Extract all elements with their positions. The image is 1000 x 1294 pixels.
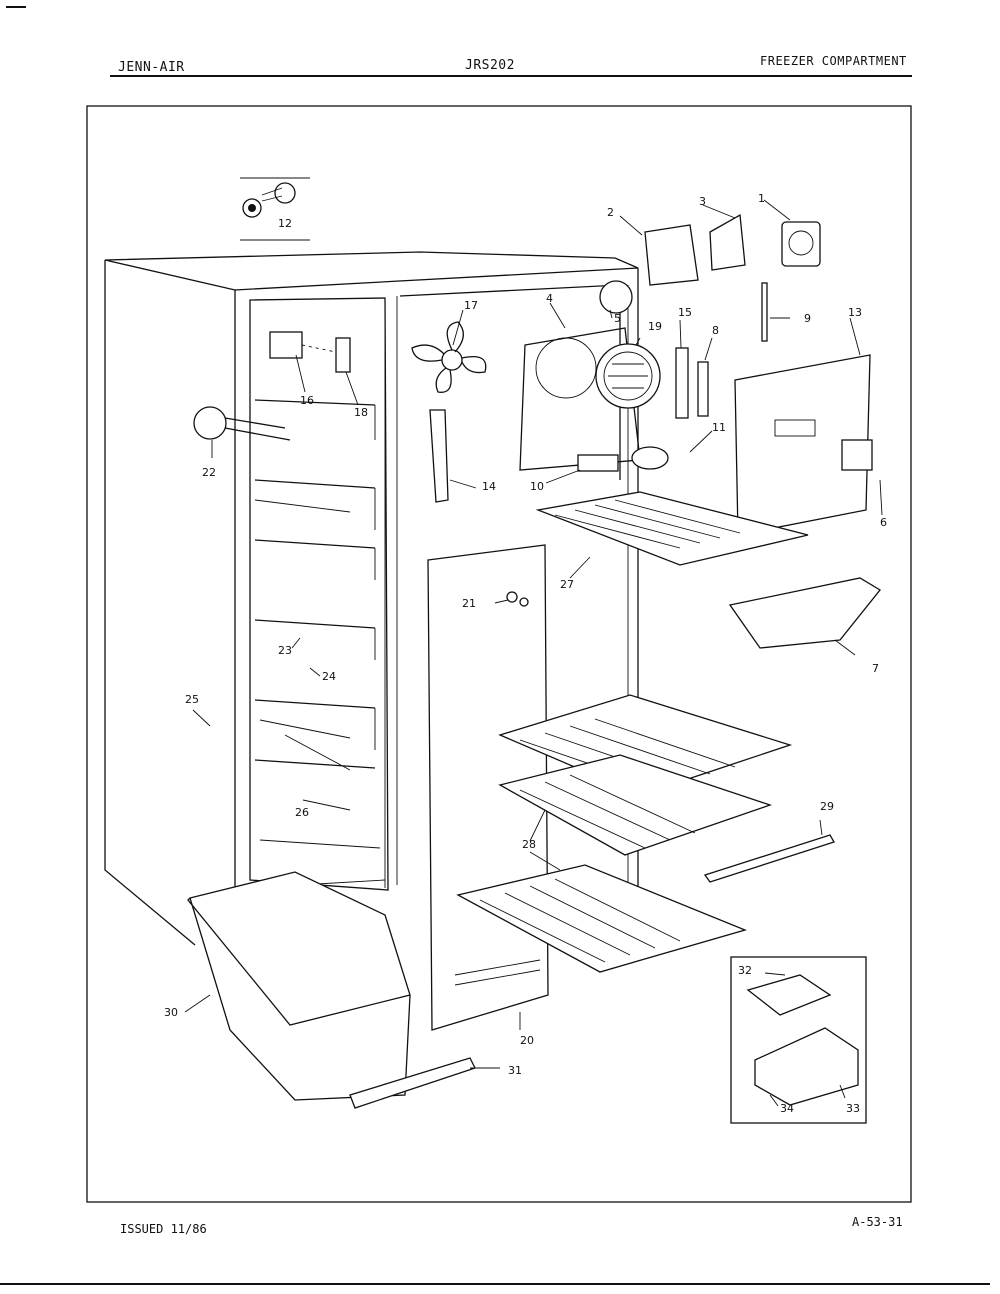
callout-25: 25	[185, 693, 199, 706]
callout-7: 7	[872, 662, 879, 675]
callout-29: 29	[820, 800, 834, 813]
callout-13: 13	[848, 306, 862, 319]
footer-rule	[0, 1283, 990, 1285]
callout-24: 24	[322, 670, 336, 683]
callout-23: 23	[278, 644, 292, 657]
callout-26: 26	[295, 806, 309, 819]
callout-5: 5	[614, 312, 621, 325]
callout-17: 17	[464, 299, 478, 312]
callout-18: 18	[354, 406, 368, 419]
callout-12: 12	[278, 217, 292, 230]
callout-33: 33	[846, 1102, 860, 1115]
leader-lines	[184, 199, 883, 1107]
callout-19: 19	[648, 320, 662, 333]
callout-20: 20	[520, 1034, 534, 1047]
callout-10: 10	[530, 480, 544, 493]
callout-34: 34	[780, 1102, 794, 1115]
callout-labels: 1 2 3 4 5 6 7 8 9 10 11 12 13 14 15 16 1…	[164, 192, 887, 1115]
callout-11: 11	[712, 421, 726, 434]
callout-15: 15	[678, 306, 692, 319]
callout-32: 32	[738, 964, 752, 977]
callout-30: 30	[164, 1006, 178, 1019]
callout-27: 27	[560, 578, 574, 591]
page-code: A-53-31	[852, 1215, 903, 1229]
header-rule	[110, 75, 912, 77]
callout-31: 31	[508, 1064, 522, 1077]
callout-1: 1	[758, 192, 765, 205]
diagram-border	[86, 105, 912, 1203]
callout-2: 2	[607, 206, 614, 219]
cabinet-drawing	[104, 213, 881, 1124]
callout-3: 3	[699, 195, 706, 208]
callout-6: 6	[880, 516, 887, 529]
callout-8: 8	[712, 324, 719, 337]
callout-4: 4	[546, 292, 553, 305]
callout-9: 9	[804, 312, 811, 325]
brand-label: JENN-AIR	[118, 60, 185, 75]
callout-28: 28	[522, 838, 536, 851]
callout-21: 21	[462, 597, 476, 610]
issued-date: ISSUED 11/86	[120, 1222, 207, 1236]
part-12-drawing	[240, 177, 310, 241]
corner-mark	[6, 6, 26, 8]
ice-bin-inset	[730, 956, 867, 1124]
callout-16: 16	[300, 394, 314, 407]
section-title: FREEZER COMPARTMENT	[760, 54, 907, 68]
callout-22: 22	[202, 466, 216, 479]
callout-14: 14	[482, 480, 496, 493]
model-label: JRS202	[465, 58, 515, 73]
